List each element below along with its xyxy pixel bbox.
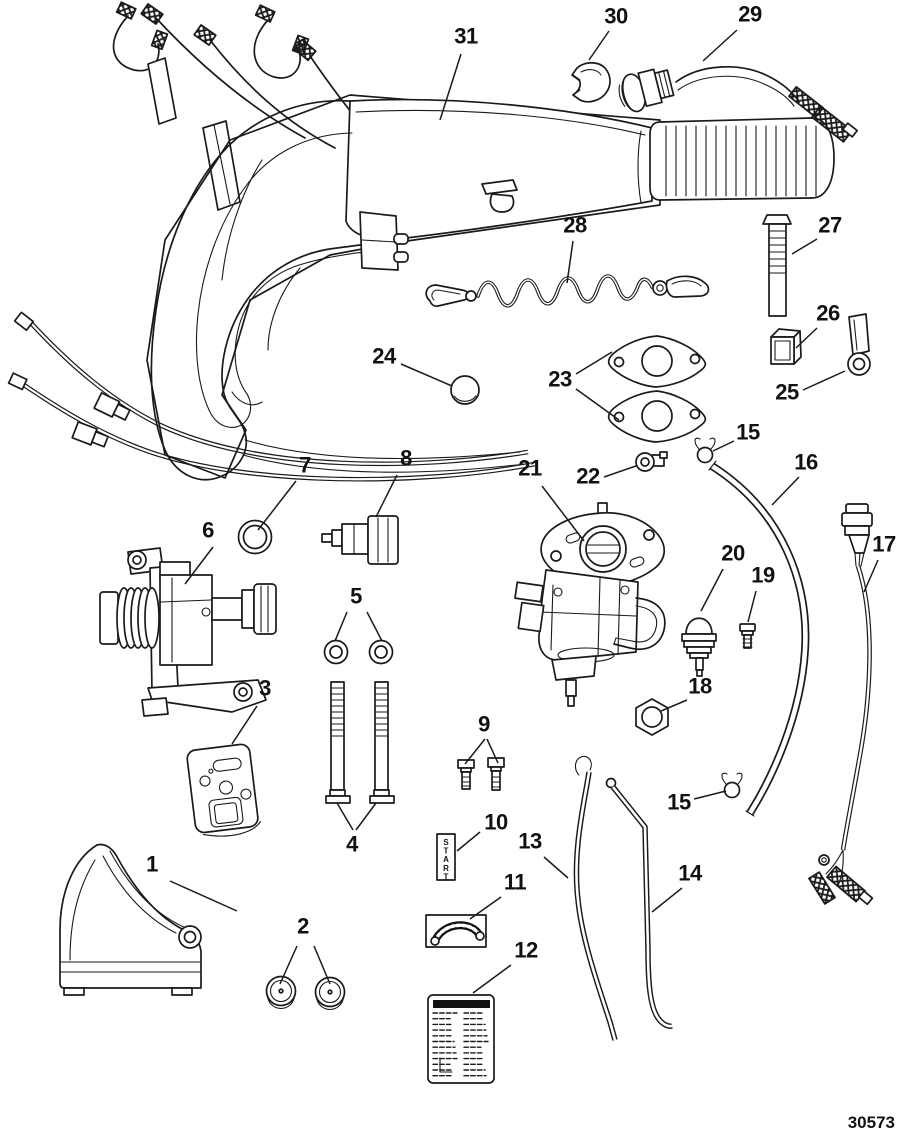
- svg-text:T: T: [444, 872, 449, 881]
- throttle-cables: [7, 311, 536, 482]
- part-13-rod: [573, 755, 618, 1041]
- svg-text:R: R: [443, 864, 449, 873]
- callout-31: 31: [454, 23, 478, 49]
- callout-8: 8: [400, 445, 412, 471]
- part-15-clamps: [694, 437, 743, 799]
- callout-30: 30: [604, 3, 628, 29]
- callout-28: 28: [563, 212, 587, 238]
- callout-29: 29: [738, 1, 762, 27]
- callout-10: 10: [484, 809, 508, 835]
- part-6-bracket-assembly: [99, 547, 277, 717]
- part-19-screw: [739, 623, 756, 649]
- callout-19: 19: [751, 562, 775, 588]
- callout-6: 6: [202, 517, 214, 543]
- part-11-throttle-decal: [425, 914, 487, 948]
- callout-15: 15: [667, 789, 691, 815]
- part-27-pin: [762, 214, 792, 317]
- callout-2: 2: [297, 913, 309, 939]
- callout-24: 24: [372, 343, 396, 369]
- callout-26: 26: [816, 300, 840, 326]
- part-4-bolts: [325, 681, 395, 804]
- callout-16: 16: [794, 449, 818, 475]
- callout-4: 4: [346, 831, 358, 857]
- callout-3: 3: [259, 675, 271, 701]
- part-17-cable-assembly: [808, 503, 874, 906]
- part-3-plate: [186, 743, 261, 837]
- callout-20: 20: [721, 540, 745, 566]
- callout-1: 1: [146, 851, 158, 877]
- callout-7: 7: [299, 452, 311, 478]
- part-29-stop-switch: [618, 65, 859, 143]
- callout-11: 11: [503, 869, 527, 895]
- part-14-rod: [605, 777, 673, 1029]
- callout-15: 15: [736, 419, 760, 445]
- part-12-instruction-decal: [427, 994, 495, 1084]
- svg-text:T: T: [444, 847, 449, 856]
- callout-27: 27: [818, 212, 842, 238]
- part-8-plug: [321, 515, 399, 565]
- part-24-knob: [450, 375, 480, 405]
- callout-13: 13: [518, 828, 542, 854]
- svg-text:S: S: [443, 838, 449, 847]
- svg-text:A: A: [443, 855, 449, 864]
- callout-23: 23: [548, 366, 572, 392]
- part-2-caps: [265, 975, 346, 1011]
- callout-14: 14: [678, 860, 702, 886]
- part-20-primer-bulb: [681, 617, 717, 677]
- callout-9: 9: [478, 711, 490, 737]
- callout-5: 5: [350, 583, 362, 609]
- part-1-bracket: [59, 843, 202, 996]
- callout-22: 22: [576, 463, 600, 489]
- part-25-ring-terminal: [847, 313, 871, 376]
- callout-18: 18: [688, 673, 712, 699]
- part-23-gaskets: [607, 335, 707, 443]
- callout-21: 21: [518, 455, 542, 481]
- handle-wiring-leads: [112, 1, 369, 211]
- callout-12: 12: [514, 937, 538, 963]
- part-31-tiller-handle-assembly: [146, 94, 835, 481]
- part-22-eyelet: [635, 451, 668, 472]
- part-16-hose: [708, 460, 810, 817]
- diagram-number: 30573: [847, 1113, 895, 1132]
- part-21-carburetor: [514, 502, 666, 707]
- callout-25: 25: [775, 379, 799, 405]
- part-30-half-clamp: [571, 61, 611, 103]
- part-7-o-ring: [237, 519, 273, 555]
- callout-17: 17: [872, 531, 896, 557]
